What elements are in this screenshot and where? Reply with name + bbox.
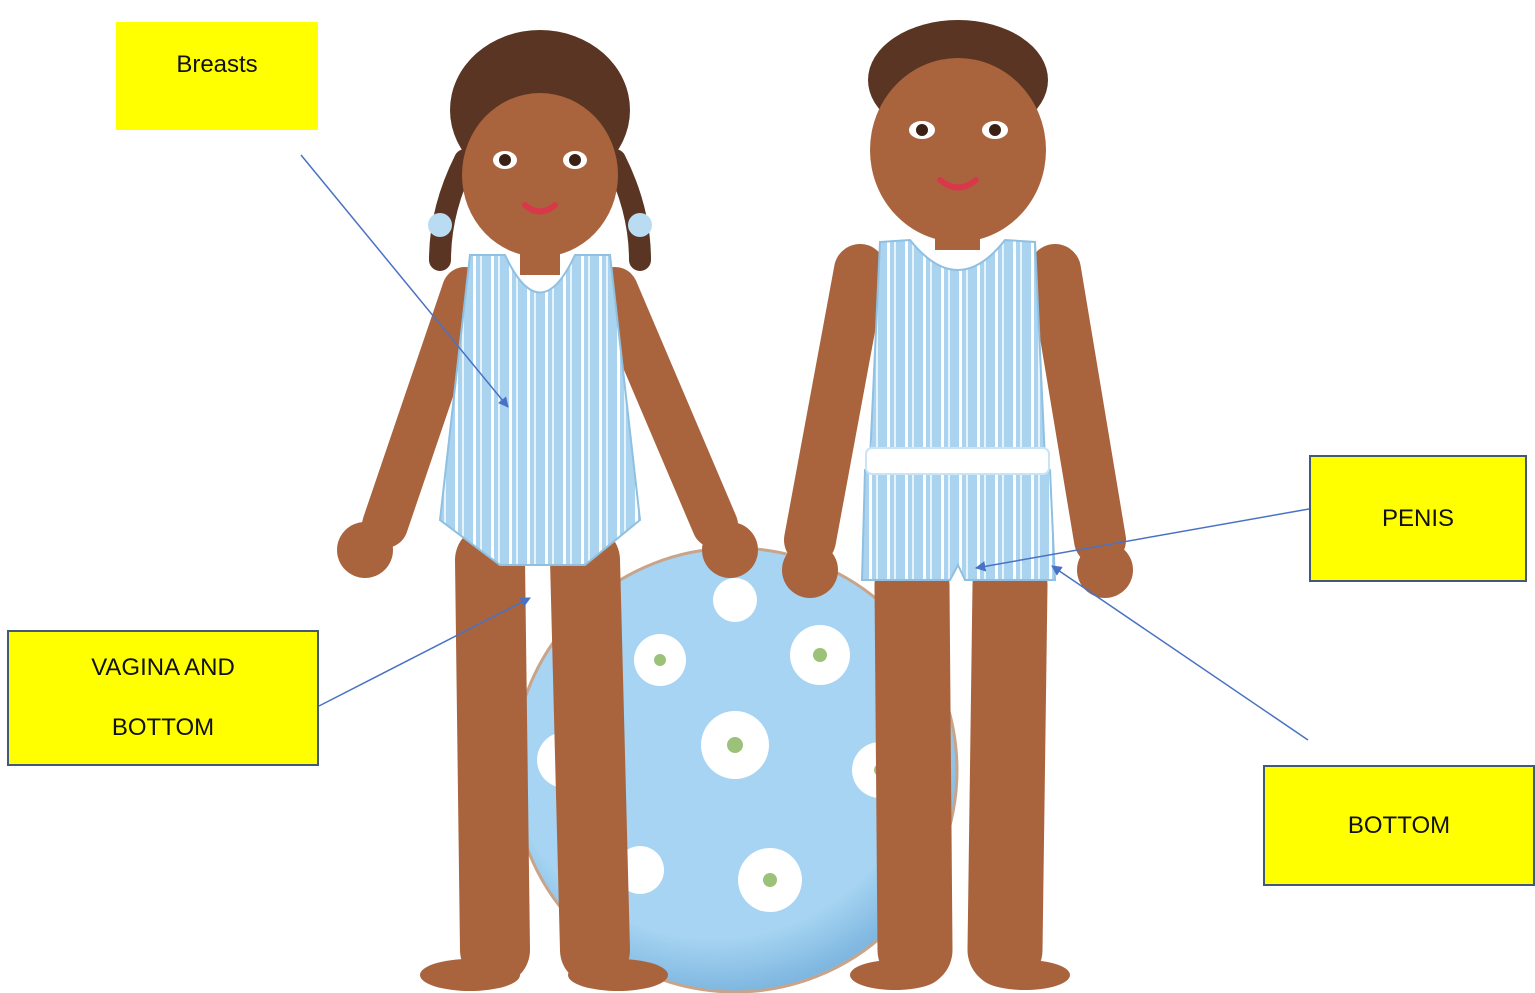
- label-vagina-and-bottom: VAGINA AND BOTTOM: [7, 630, 319, 766]
- label-bottom-text: BOTTOM: [1348, 796, 1450, 856]
- arrow-bottom: [1052, 566, 1308, 740]
- label-breasts-text: Breasts: [176, 50, 257, 80]
- label-breasts: Breasts: [116, 22, 318, 130]
- label-vagina-line1: VAGINA AND: [91, 638, 235, 698]
- label-penis-text: PENIS: [1382, 489, 1454, 549]
- label-vagina-line2: BOTTOM: [112, 698, 214, 758]
- label-bottom: BOTTOM: [1263, 765, 1535, 886]
- label-penis: PENIS: [1309, 455, 1527, 582]
